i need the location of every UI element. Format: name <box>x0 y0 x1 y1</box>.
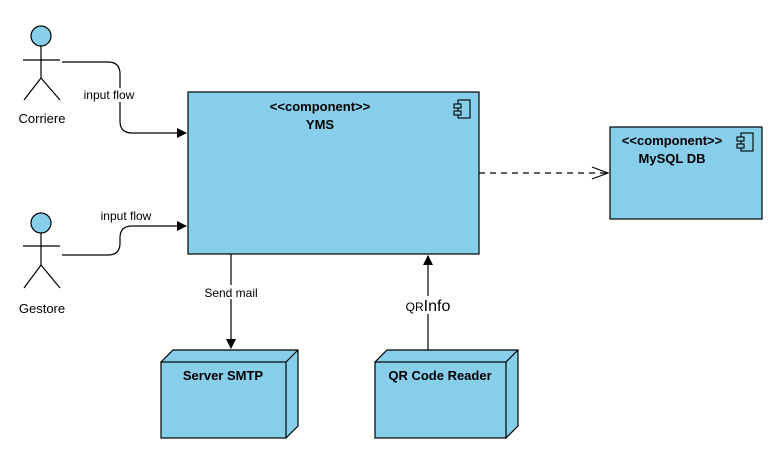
component-icon <box>736 132 754 152</box>
node-label: QR Code Reader <box>388 368 491 383</box>
component-mysql-db[interactable]: <<component>> MySQL DB <box>609 126 763 220</box>
actor-corriere[interactable]: Corriere <box>19 25 66 126</box>
node-qr-code-reader[interactable]: QR Code Reader <box>374 349 519 439</box>
actor-label: Corriere <box>19 111 66 126</box>
actor-figure-icon <box>23 25 61 101</box>
component-icon <box>453 99 471 119</box>
node-label: Server SMTP <box>183 368 264 383</box>
edge-label-info: Info <box>424 298 451 315</box>
actor-gestore[interactable]: Gestore <box>19 212 65 316</box>
actor-label: Gestore <box>19 301 65 316</box>
actor-figure-icon <box>23 212 61 289</box>
component-name: YMS <box>306 117 335 132</box>
edge-label: input flow <box>101 209 152 223</box>
component-stereotype: <<component>> <box>622 133 723 148</box>
edge-qr-to-yms[interactable]: QRInfo <box>406 255 468 350</box>
edge-label: input flow <box>84 88 135 102</box>
edge-gestore-to-yms[interactable]: input flow <box>62 209 187 256</box>
edge-corriere-to-yms[interactable]: input flow <box>62 61 187 138</box>
edge-label: QRInfo <box>406 298 451 315</box>
component-stereotype: <<component>> <box>270 99 371 114</box>
edge-label-qr: QR <box>406 300 424 314</box>
component-name: MySQL DB <box>639 151 706 166</box>
edge-label: Send mail <box>204 286 257 300</box>
edge-yms-to-smtp[interactable]: Send mail <box>198 254 264 349</box>
node-server-smtp[interactable]: Server SMTP <box>160 349 299 439</box>
component-yms[interactable]: <<component>> YMS <box>187 91 480 255</box>
